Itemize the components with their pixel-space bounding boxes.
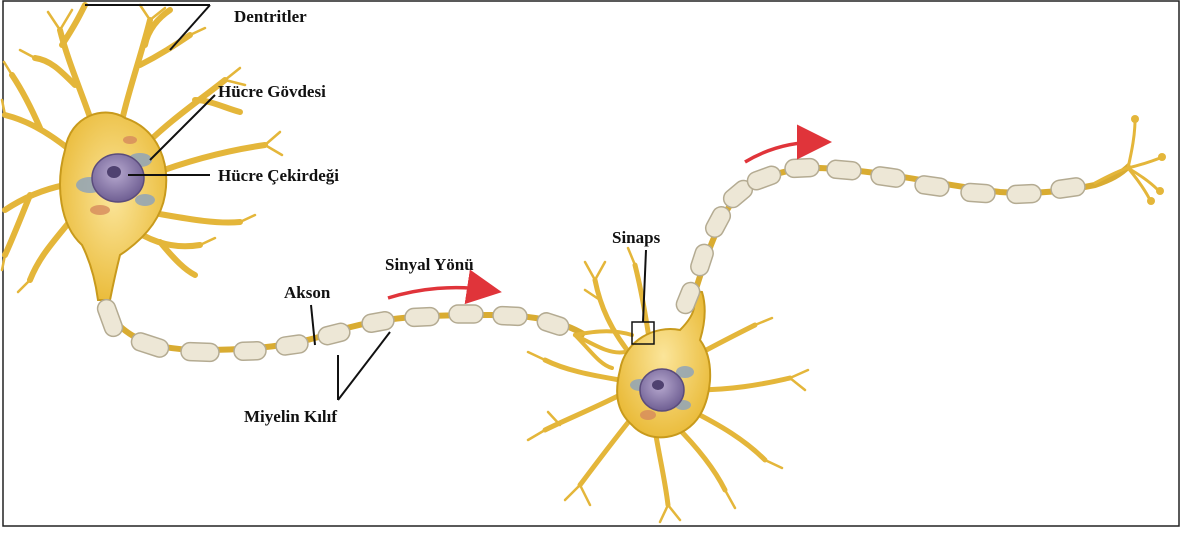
label-axon: Akson — [284, 283, 331, 302]
signal-arrow-1 — [388, 288, 488, 298]
cell-body-1 — [60, 113, 166, 300]
cell-body-2 — [617, 290, 710, 437]
label-dendrites: Dentritler — [234, 7, 307, 26]
myelin-sheath-1 — [95, 297, 571, 362]
nucleolus-2 — [652, 380, 664, 390]
label-myelin-sheath: Miyelin Kılıf — [244, 407, 337, 426]
label-nucleus: Hücre Çekirdeği — [218, 166, 339, 185]
label-signal-direction: Sinyal Yönü — [385, 255, 474, 274]
nucleus-2 — [640, 369, 684, 411]
myelin-sheath-2 — [674, 158, 1086, 316]
callout-lines — [85, 5, 646, 400]
label-synapse: Sinaps — [612, 228, 661, 247]
nucleus-1 — [92, 154, 144, 202]
label-cell-body: Hücre Gövdesi — [218, 82, 326, 101]
terminal-knobs-2 — [1131, 115, 1166, 205]
axon-terminals-2 — [1095, 120, 1160, 200]
nucleolus-1 — [107, 166, 121, 178]
